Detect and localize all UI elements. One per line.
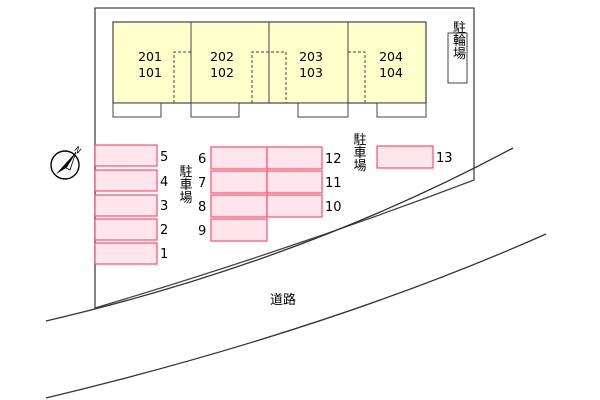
parking-label-left: 駐車場 [177, 165, 193, 204]
dashed-notch [173, 51, 191, 103]
parking-space-2 [94, 218, 158, 241]
entrance-step [297, 102, 349, 118]
space-number: 5 [160, 150, 168, 165]
parking-space-11 [266, 170, 323, 194]
space-number: 8 [198, 200, 206, 215]
space-number: 4 [160, 175, 168, 190]
unit-104-label: 104 [379, 65, 403, 80]
parking-space-7 [210, 170, 268, 194]
road-edge-upper [45, 147, 514, 322]
parking-label-right: 駐車場 [351, 133, 367, 172]
parking-space-10 [266, 194, 323, 218]
entrance-step [112, 102, 162, 118]
unit-204-label: 204 [379, 49, 403, 64]
unit-102-label: 102 [210, 65, 234, 80]
building: 201 101 202 102 203 103 204 104 [112, 21, 427, 118]
road-label: 道路 [270, 292, 296, 308]
parking-space-12 [266, 146, 323, 170]
dashed-notch [348, 51, 366, 103]
parking-space-4 [94, 169, 158, 192]
bicycle-parking [447, 32, 468, 84]
bicycle-parking-label: 駐輪場 [450, 21, 466, 60]
parking-space-1 [94, 242, 158, 265]
unit-101-label: 101 [138, 65, 162, 80]
north-label: N [72, 145, 82, 156]
parking-space-8 [210, 194, 268, 218]
road-edge-lower [45, 233, 547, 399]
space-number: 1 [160, 247, 168, 262]
dashed-notch [251, 51, 287, 103]
space-number: 7 [198, 176, 206, 191]
space-number: 12 [325, 152, 342, 167]
north-arrow-icon: N [50, 145, 83, 180]
parking-space-3 [94, 194, 158, 217]
space-number: 10 [325, 200, 342, 215]
space-number: 13 [436, 151, 453, 166]
parking-left-column: 5 4 3 2 1 [94, 144, 168, 265]
space-number: 9 [198, 224, 206, 239]
entrance-step [190, 102, 240, 118]
space-number: 2 [160, 223, 168, 238]
parking-space-13 [376, 145, 434, 169]
parking-middle-block: 6 7 8 9 12 11 10 [198, 146, 342, 242]
space-number: 3 [160, 199, 168, 214]
unit-103-label: 103 [299, 65, 323, 80]
entrance-step [376, 102, 427, 118]
parking-space-5 [94, 144, 158, 167]
unit-203-label: 203 [299, 49, 323, 64]
parking-space-9 [210, 218, 268, 242]
parking-space-6 [210, 146, 268, 170]
unit-202-label: 202 [210, 49, 234, 64]
unit-201-label: 201 [138, 49, 162, 64]
space-number: 11 [325, 176, 342, 191]
space-number: 6 [198, 152, 206, 167]
